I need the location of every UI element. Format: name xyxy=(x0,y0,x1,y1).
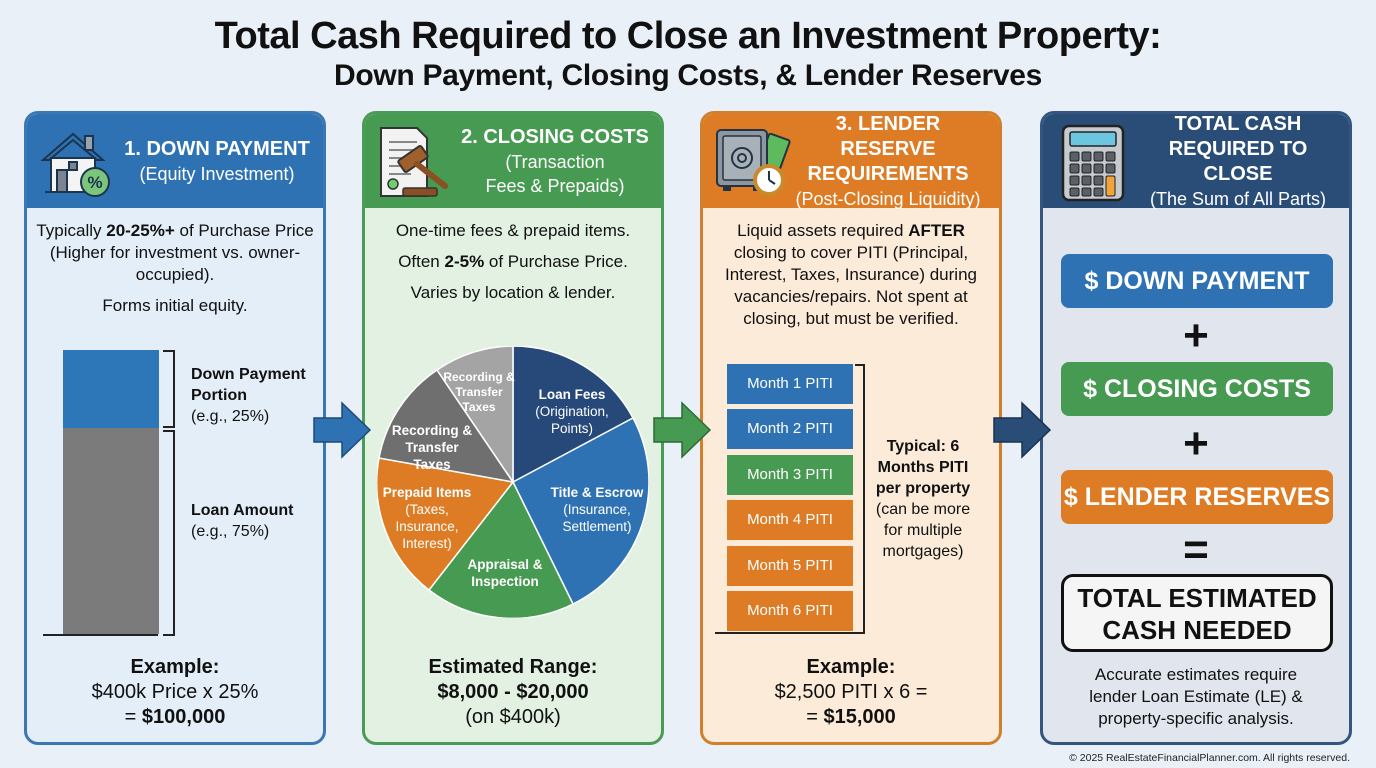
closing-costs-description: One-time fees & prepaid items. Often 2-5… xyxy=(395,221,631,302)
page-subtitle: Down Payment, Closing Costs, & Lender Re… xyxy=(333,59,1043,92)
down-payment-description: Typically 20-25%+ of Purchase Price (Hig… xyxy=(36,221,314,315)
safe-money-clock-icon xyxy=(716,129,791,196)
month-1-block: Month 1 PITI xyxy=(727,364,853,404)
closing-costs-subtitle: (Transaction Fees & Prepaids) xyxy=(485,151,625,196)
month-2-block: Month 2 PITI xyxy=(727,409,853,450)
pie-label-title-escrow: Title & Escrow(Insurance, Settlement) xyxy=(550,485,644,534)
lender-reserves-header: 3. LENDER RESERVE REQUIREMENTS (Post-Clo… xyxy=(703,112,999,209)
sum-down-payment-box: $ DOWN PAYMENT xyxy=(1061,254,1333,308)
lender-reserves-example: Example: $2,500 PITI x 6 = = $15,000 xyxy=(774,656,928,728)
lender-reserves-subtitle: (Post-Closing Liquidity) xyxy=(795,188,981,209)
arrow-right-icon xyxy=(993,401,1052,459)
pie-label-prepaid: Prepaid Items(Taxes, Insurance, Interest… xyxy=(382,485,472,551)
closing-costs-panel: 2. CLOSING COSTS (Transaction Fees & Pre… xyxy=(362,111,664,745)
month-6-block: Month 6 PITI xyxy=(727,590,853,631)
loan-amount-brace xyxy=(163,430,175,636)
down-payment-brace xyxy=(163,350,175,428)
down-payment-subtitle: (Equity Investment) xyxy=(139,163,295,184)
pie-slice-appraisal xyxy=(427,480,575,620)
pie-slice-recording-1 xyxy=(378,368,515,484)
plus-sign-2: + xyxy=(1183,419,1209,468)
loan-amount-bar-segment xyxy=(63,428,159,634)
pie-label-appraisal: Appraisal & Inspection xyxy=(467,557,543,589)
month-stack-brace xyxy=(855,364,865,634)
down-payment-portion-label: Down Payment Portion (e.g., 25%) xyxy=(191,366,306,425)
month-5-block: Month 5 PITI xyxy=(727,545,853,586)
total-cash-note: Accurate estimates require lender Loan E… xyxy=(1089,665,1303,728)
svg-text:%: % xyxy=(87,173,102,192)
down-payment-panel: % 1. DOWN PAYMENT (Equity Investment) Ty… xyxy=(24,111,326,745)
total-cash-subtitle: (The Sum of All Parts) xyxy=(1149,188,1327,209)
page-title: Total Cash Required to Close an Investme… xyxy=(214,15,1162,57)
closing-costs-header: 2. CLOSING COSTS (Transaction Fees & Pre… xyxy=(365,114,661,208)
piti-month-stack: Month 1 PITI Month 2 PITI Month 3 PITI M… xyxy=(727,364,853,636)
month-3-block: Month 3 PITI xyxy=(727,454,853,495)
pie-label-recording-2: Recording & Transfer Taxes xyxy=(443,370,515,414)
pie-label-recording-1: Recording & Transfer Taxes xyxy=(391,423,473,472)
lender-reserves-title: 3. LENDER RESERVE REQUIREMENTS xyxy=(807,112,969,185)
pie-label-loan-fees: Loan Fees(Origination, Points) xyxy=(535,387,609,436)
typical-reserves-label: Typical: 6 Months PITI per property (can… xyxy=(875,438,971,560)
arrow-right-icon xyxy=(313,401,372,459)
total-estimated-cash-box: TOTAL ESTIMATED CASH NEEDED xyxy=(1061,574,1333,652)
plus-sign-1: + xyxy=(1183,311,1209,360)
copyright-footer: © 2025 RealEstateFinancialPlanner.com. A… xyxy=(1069,752,1350,764)
pie-slice-recording-2 xyxy=(435,345,514,485)
page-header: Total Cash Required to Close an Investme… xyxy=(0,14,1376,94)
down-payment-bar-chart: Down Payment Portion (e.g., 25%) Loan Am… xyxy=(43,350,313,640)
lender-reserves-description: Liquid assets required AFTER closing to … xyxy=(725,221,977,328)
down-payment-title: 1. DOWN PAYMENT xyxy=(124,137,310,160)
total-cash-header: TOTAL CASH REQUIRED TO CLOSE (The Sum of… xyxy=(1043,112,1349,209)
bar-baseline xyxy=(43,634,158,636)
loan-amount-label: Loan Amount (e.g., 75%) xyxy=(191,502,294,540)
total-cash-title: TOTAL CASH REQUIRED TO CLOSE xyxy=(1168,112,1308,185)
pie-slice-prepaid xyxy=(375,457,515,592)
sum-closing-costs-box: $ CLOSING COSTS xyxy=(1061,362,1333,416)
closing-costs-pie-chart: Loan Fees(Origination, Points) Title & E… xyxy=(375,345,650,620)
equals-sign: = xyxy=(1183,525,1209,574)
pie-slice-loan-fees xyxy=(512,345,635,484)
sum-lender-reserves-box: $ LENDER RESERVES xyxy=(1061,470,1333,524)
lender-reserves-panel: 3. LENDER RESERVE REQUIREMENTS (Post-Clo… xyxy=(700,111,1002,745)
down-payment-bar-segment xyxy=(63,350,159,428)
month-stack-baseline xyxy=(715,632,855,634)
arrow-right-icon xyxy=(653,401,712,459)
total-cash-panel: TOTAL CASH REQUIRED TO CLOSE (The Sum of… xyxy=(1040,111,1352,745)
down-payment-header: % 1. DOWN PAYMENT (Equity Investment) xyxy=(27,114,323,208)
closing-costs-example: Estimated Range: $8,000 - $20,000 (on $4… xyxy=(428,656,598,728)
pie-slice-title-escrow xyxy=(512,416,650,606)
calculator-icon xyxy=(1061,124,1125,202)
document-gavel-icon xyxy=(380,127,448,197)
closing-costs-title: 2. CLOSING COSTS xyxy=(461,125,649,148)
house-percent-icon: % xyxy=(40,132,110,197)
down-payment-example: Example: $400k Price x 25% = $100,000 xyxy=(91,656,259,728)
month-4-block: Month 4 PITI xyxy=(727,500,853,541)
